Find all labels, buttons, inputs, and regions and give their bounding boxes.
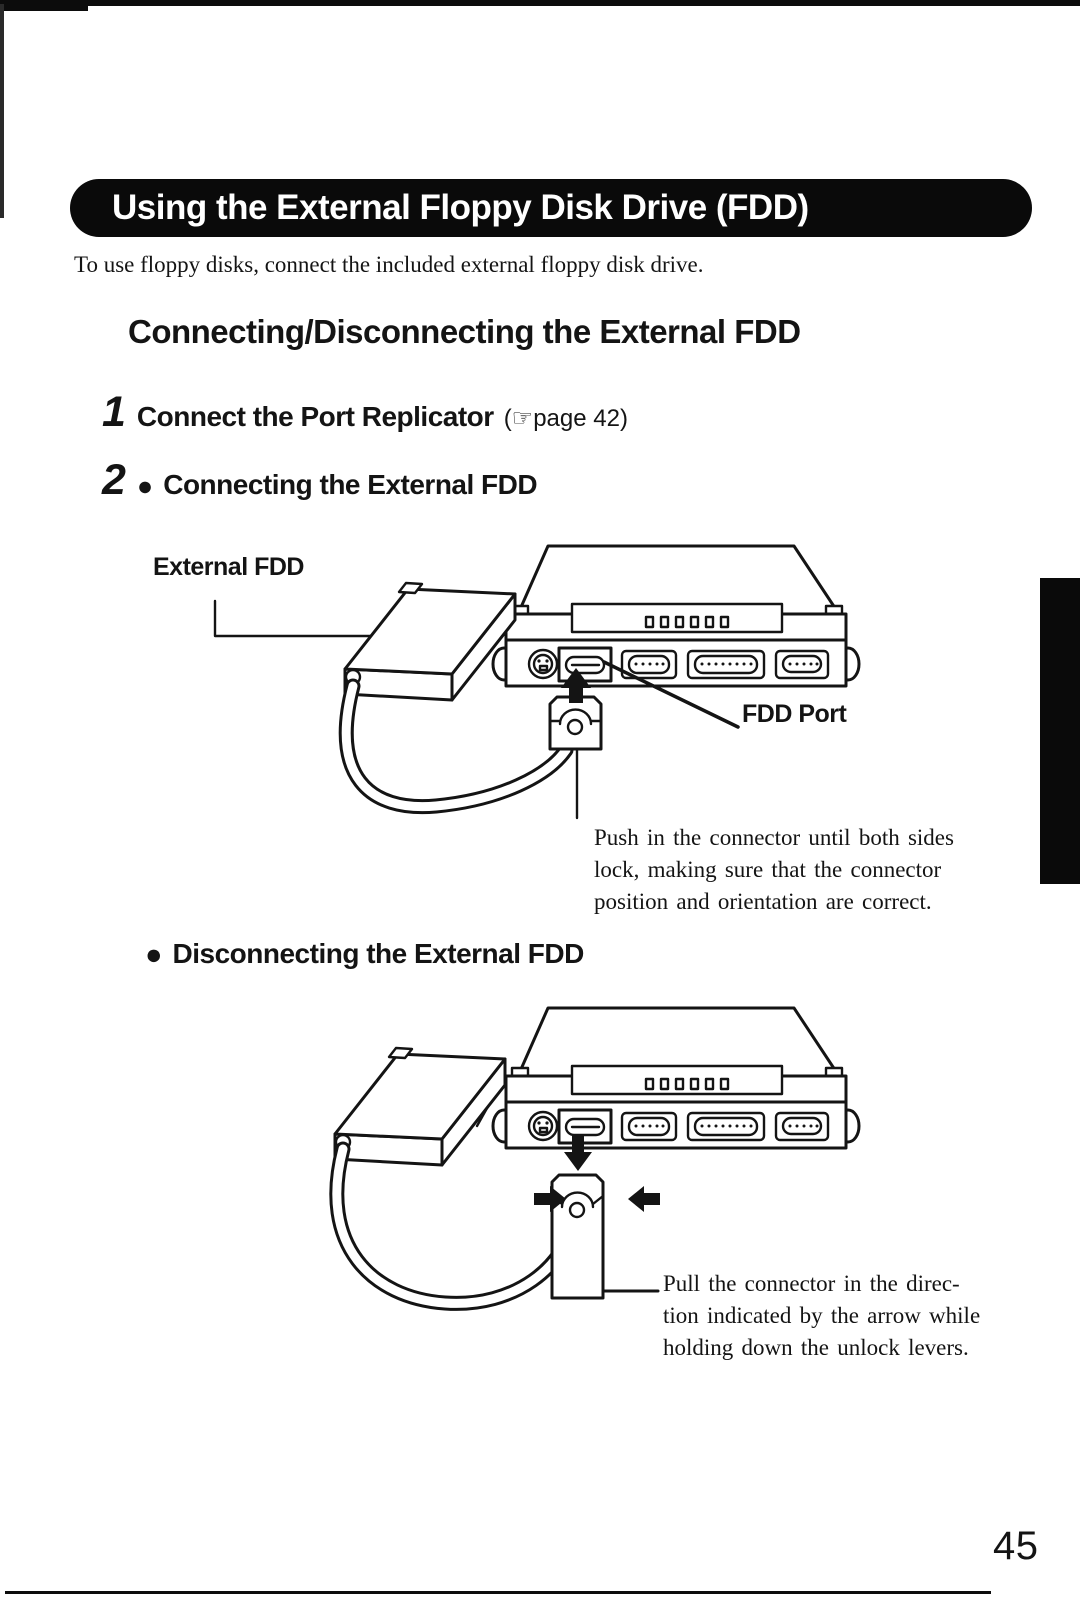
fdd-port-leader-line (602, 660, 740, 729)
bottom-rule (5, 1591, 991, 1594)
caption-line: tion indicated by the arrow while (663, 1303, 981, 1328)
intro-text: To use floppy disks, connect the include… (74, 252, 704, 277)
chapter-edge-tab (1040, 578, 1080, 884)
step-2-number: 2 (102, 456, 126, 504)
fdd-port-label: FDD Port (742, 700, 847, 728)
fdd-connector (548, 695, 603, 751)
disconnect-diagram (329, 1006, 861, 1311)
caption-line: Pull the connector in the direc- (663, 1271, 960, 1296)
caption-line: position and orientation are correct. (594, 889, 932, 914)
pull-down-arrow-icon (564, 1136, 592, 1171)
left-border-line (0, 4, 4, 218)
page-number: 45 (993, 1524, 1039, 1568)
squeeze-left-arrow-icon (628, 1186, 660, 1212)
external-fdd-label: External FDD (153, 553, 304, 581)
caption-line: Push in the connector until both sides (594, 825, 954, 850)
squeeze-right-arrow-icon (534, 1186, 566, 1212)
laptop-rear-view (466, 1006, 861, 1150)
caption-line: holding down the unlock levers. (663, 1335, 969, 1360)
laptop-rear-view (466, 544, 861, 688)
external-fdd-unit (343, 581, 517, 702)
external-fdd-leader-line (213, 599, 439, 638)
step-1-number: 1 (102, 388, 126, 436)
fdd-cable (329, 1141, 581, 1311)
step-1: 1 Connect the Port Replicator (☞page 42) (102, 388, 628, 437)
connect-diagram (213, 544, 861, 820)
step-1-title: Connect the Port Replicator (136, 401, 494, 432)
step-2-title: Connecting the External FDD (163, 469, 538, 500)
page-reference: (☞page 42) (503, 405, 628, 432)
step-2: 2 ● Connecting the External FDD (102, 456, 538, 505)
external-fdd-unit (333, 1046, 507, 1167)
section-heading: Connecting/Disconnecting the External FD… (128, 313, 801, 350)
fdd-cable (338, 678, 574, 815)
caption-line: lock, making sure that the connector (594, 857, 942, 882)
disconnect-section-title: Disconnecting the External FDD (172, 938, 585, 969)
connect-caption: Push in the connector until both sides l… (594, 822, 954, 918)
disconnect-caption: Pull the connector in the direc- tion in… (663, 1268, 980, 1364)
push-up-arrow-icon (561, 668, 591, 703)
fdd-connector (550, 1173, 605, 1300)
bullet-icon: ● (136, 471, 154, 501)
top-border-thick-segment (0, 0, 88, 11)
disconnect-section-heading: ● Disconnecting the External FDD (145, 938, 584, 971)
bullet-icon: ● (145, 939, 163, 971)
top-border-line (0, 0, 1080, 6)
page-title: Using the External Floppy Disk Drive (FD… (70, 179, 1032, 237)
